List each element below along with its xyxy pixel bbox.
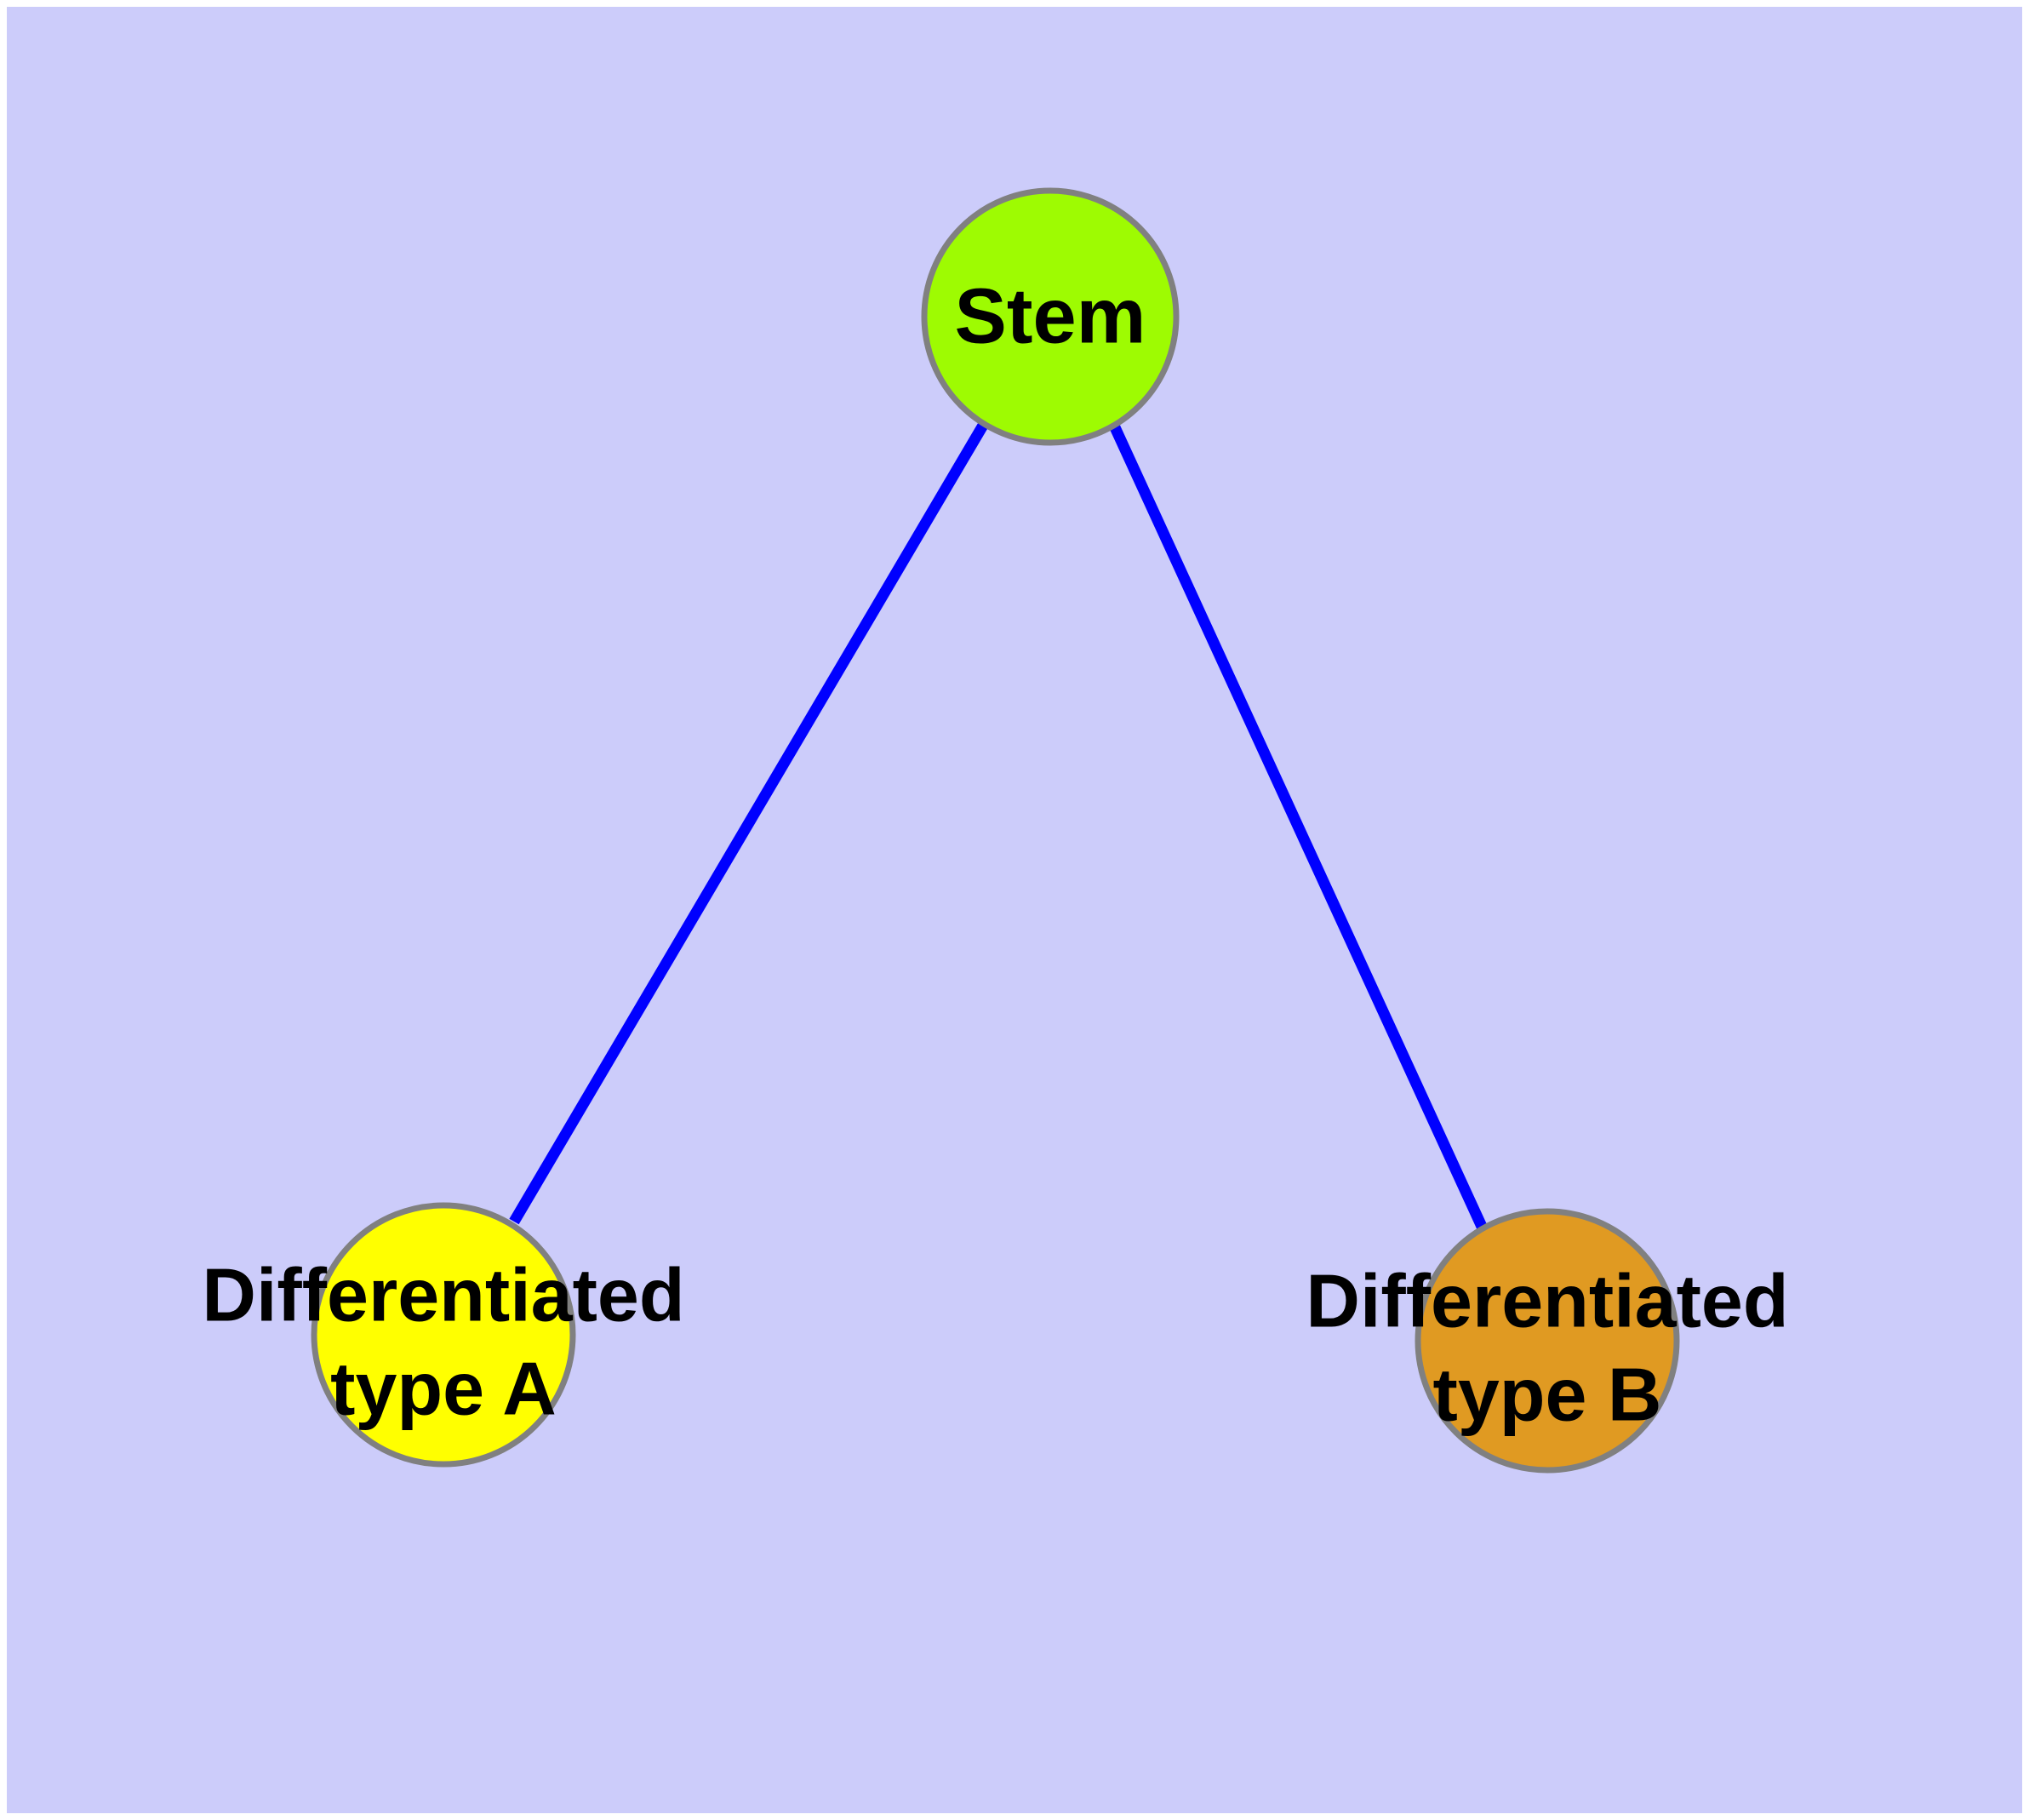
edge-stem-to-differentiated-type-a[interactable] — [509, 421, 989, 1225]
node-label-differentiated-type-b-line1: Differentiated — [1306, 1258, 1788, 1342]
node-label-differentiated-type-b-line2: type B — [1433, 1352, 1662, 1436]
node-differentiated-type-a[interactable] — [311, 1202, 576, 1468]
node-differentiated-type-b[interactable] — [1415, 1208, 1680, 1474]
node-label-differentiated-type-a-line2: type A — [330, 1346, 557, 1430]
node-label-stem: Stem — [955, 272, 1146, 359]
node-stem[interactable] — [921, 187, 1180, 446]
node-label-differentiated-type-a-line1: Differentiated — [202, 1252, 684, 1336]
nodes-layer — [311, 187, 1680, 1474]
node-labels-layer: Stem Differentiated type A Differentiate… — [202, 272, 1788, 1436]
edge-stem-to-differentiated-type-b[interactable] — [1110, 425, 1488, 1231]
edges-layer — [509, 421, 1488, 1231]
